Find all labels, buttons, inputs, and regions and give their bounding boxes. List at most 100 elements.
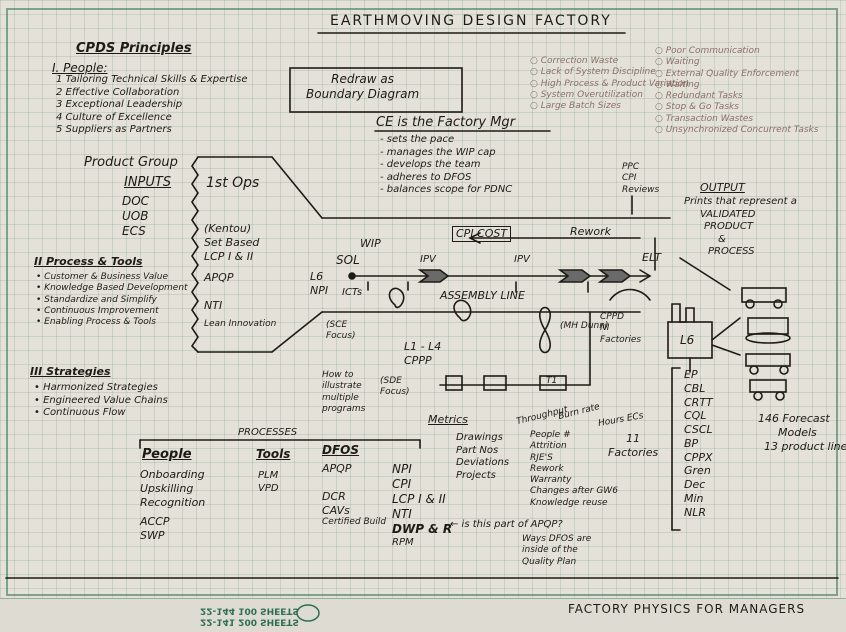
output-line: PROCESS — [708, 246, 755, 257]
code-item: EP — [684, 368, 698, 381]
flow-start-dot — [348, 272, 356, 280]
strategies-list: • Harmonized Strategies • Engineered Val… — [34, 382, 168, 420]
people-list: Onboarding Upskilling Recognition ACCP S… — [140, 468, 205, 543]
tools-heading: Tools — [256, 447, 291, 461]
bracket-item: LCP I & II — [204, 249, 254, 263]
tools-item: VPD — [258, 482, 279, 494]
how-to-illustrate-note: How to illustrate multiple programs — [322, 370, 365, 415]
principles-heading: CPDS Principles — [76, 41, 192, 56]
waste-item: ○ Large Batch Sizes — [530, 101, 621, 111]
dfos-item: APQP — [322, 462, 352, 475]
process-tools-item: • Customer & Business Value — [36, 272, 169, 282]
code-item: Dec — [684, 478, 706, 491]
factory-bottom-diagonal — [271, 311, 323, 353]
cppd-label: CPPD NI Factories — [600, 312, 641, 346]
bracket-item: NTI — [204, 299, 223, 312]
l6-smokestacks — [671, 303, 695, 323]
waste-item: ○ Correction Waste — [530, 56, 619, 66]
principles-list: 1 Tailoring Technical Skills & Expertise… — [56, 74, 247, 137]
machine-box-1 — [445, 375, 463, 391]
dwp-note: ← is this part of APQP? — [450, 519, 563, 530]
l6-npi-line: NPI — [310, 283, 329, 297]
notebook-footer-strip — [0, 598, 846, 632]
process-tools-item: • Standardize and Simplify — [36, 294, 157, 305]
metrics-item: Deviations — [456, 457, 510, 468]
l6-to-outputs-2 — [711, 344, 741, 356]
flow-chevron-2 — [557, 269, 592, 283]
tools-list: PLM VPD — [258, 470, 279, 495]
first-ops-label: 1st Ops — [206, 175, 260, 191]
npi-item: CPI — [392, 477, 412, 491]
principle-item: 1 Tailoring Technical Skills & Expertise — [56, 74, 248, 85]
redraw-line-1: Redraw as — [331, 72, 394, 86]
metrics2-item: RJE'S — [530, 452, 553, 463]
ce-item: - develops the team — [380, 159, 481, 170]
factories-label: 11 Factories — [608, 432, 658, 460]
waste-item: ○ External Quality Enforcement — [655, 68, 799, 79]
dozer-1 — [747, 317, 789, 335]
tools-item: PLM — [258, 470, 279, 481]
code-item: BP — [684, 436, 699, 450]
strategy-item: • Continuous Flow — [34, 407, 126, 418]
process-tools-heading: II Process & Tools — [34, 255, 143, 268]
people-item: Onboarding — [140, 468, 205, 481]
process-tools-list: • Customer & Business Value • Knowledge … — [36, 272, 188, 328]
npi-item: RPM — [392, 537, 414, 548]
flow-chevron-1 — [417, 269, 450, 283]
people-heading: People — [142, 447, 192, 462]
mirrored-sheet-label: 22-141 200 SHEETS 22-144 100 SHEETS — [200, 604, 300, 627]
factories-word: Factories — [608, 445, 659, 459]
redraw-box-outline — [289, 67, 463, 113]
loop-4 — [609, 288, 651, 301]
how-to-line: programs — [322, 403, 366, 414]
factories-count: 11 — [626, 432, 641, 445]
metrics2-item: Attrition — [530, 441, 567, 452]
footer-title: FACTORY PHYSICS FOR MANAGERS — [568, 602, 806, 616]
strategies-heading: III Strategies — [30, 365, 111, 378]
people-item: Recognition — [140, 495, 206, 509]
mirror-line: 22-141 200 SHEETS — [200, 616, 300, 627]
dfos-heading: DFOS — [322, 443, 360, 457]
people-item: ACCP — [140, 515, 170, 529]
mirror-line: 22-144 100 SHEETS — [200, 605, 300, 616]
input-item: ECS — [122, 224, 146, 238]
cppd-line: CPPD — [600, 312, 625, 322]
dfos-quality-line: Ways DFOS are — [522, 534, 592, 544]
ce-list: - sets the pace - manages the WIP cap - … — [380, 134, 512, 197]
ipv-label-1: IPV — [420, 254, 436, 265]
inputs-heading: INPUTS — [124, 175, 172, 190]
waste-item: ○ Stop & Go Tasks — [655, 102, 739, 113]
sde-focus-label: (SDE Focus) — [380, 376, 410, 399]
factory-top-diagonal — [271, 156, 323, 219]
strategy-item: • Harmonized Strategies — [34, 382, 158, 393]
metrics-item: Drawings — [456, 432, 503, 443]
people-label: I. People: — [52, 61, 108, 75]
npi-item: NTI — [392, 507, 412, 521]
cppd-line: NI — [600, 323, 610, 334]
bracket-item: (Kentou) — [204, 222, 252, 235]
loop-2 — [453, 299, 472, 322]
npi-item: DWP & R — [392, 522, 453, 536]
sde-focus-line: (SDE — [380, 376, 402, 386]
t1-label: T1 — [546, 376, 558, 386]
metrics2-item: Warranty — [530, 475, 572, 485]
output-line: VALIDATED — [700, 208, 756, 220]
waste-item: ○ High Process & Product Variation — [530, 78, 689, 89]
waste-item: ○ Redundant Tasks — [655, 91, 743, 101]
principle-item: 4 Culture of Excellence — [56, 111, 172, 123]
waste-item: ○ System Overutilization — [530, 89, 643, 100]
code-item: CQL — [684, 409, 707, 423]
ce-heading: CE is the Factory Mgr — [376, 115, 516, 130]
icts-label: ICTs — [342, 287, 363, 298]
assembly-line-label: ASSEMBLY LINE — [440, 289, 525, 302]
npi-item: LCP I & II — [392, 492, 446, 506]
code-item: CBL — [684, 381, 706, 395]
metrics-list: Drawings Part Nos Deviations Projects — [456, 432, 509, 482]
l1-l4-line: CPPP — [404, 353, 432, 367]
excavator-1 — [745, 353, 791, 367]
how-to-line: multiple — [322, 392, 359, 403]
process-tools-item: • Continuous Improvement — [36, 305, 159, 316]
forecast-line: Models — [778, 425, 817, 439]
page-title: EARTHMOVING DESIGN FACTORY — [330, 13, 612, 29]
